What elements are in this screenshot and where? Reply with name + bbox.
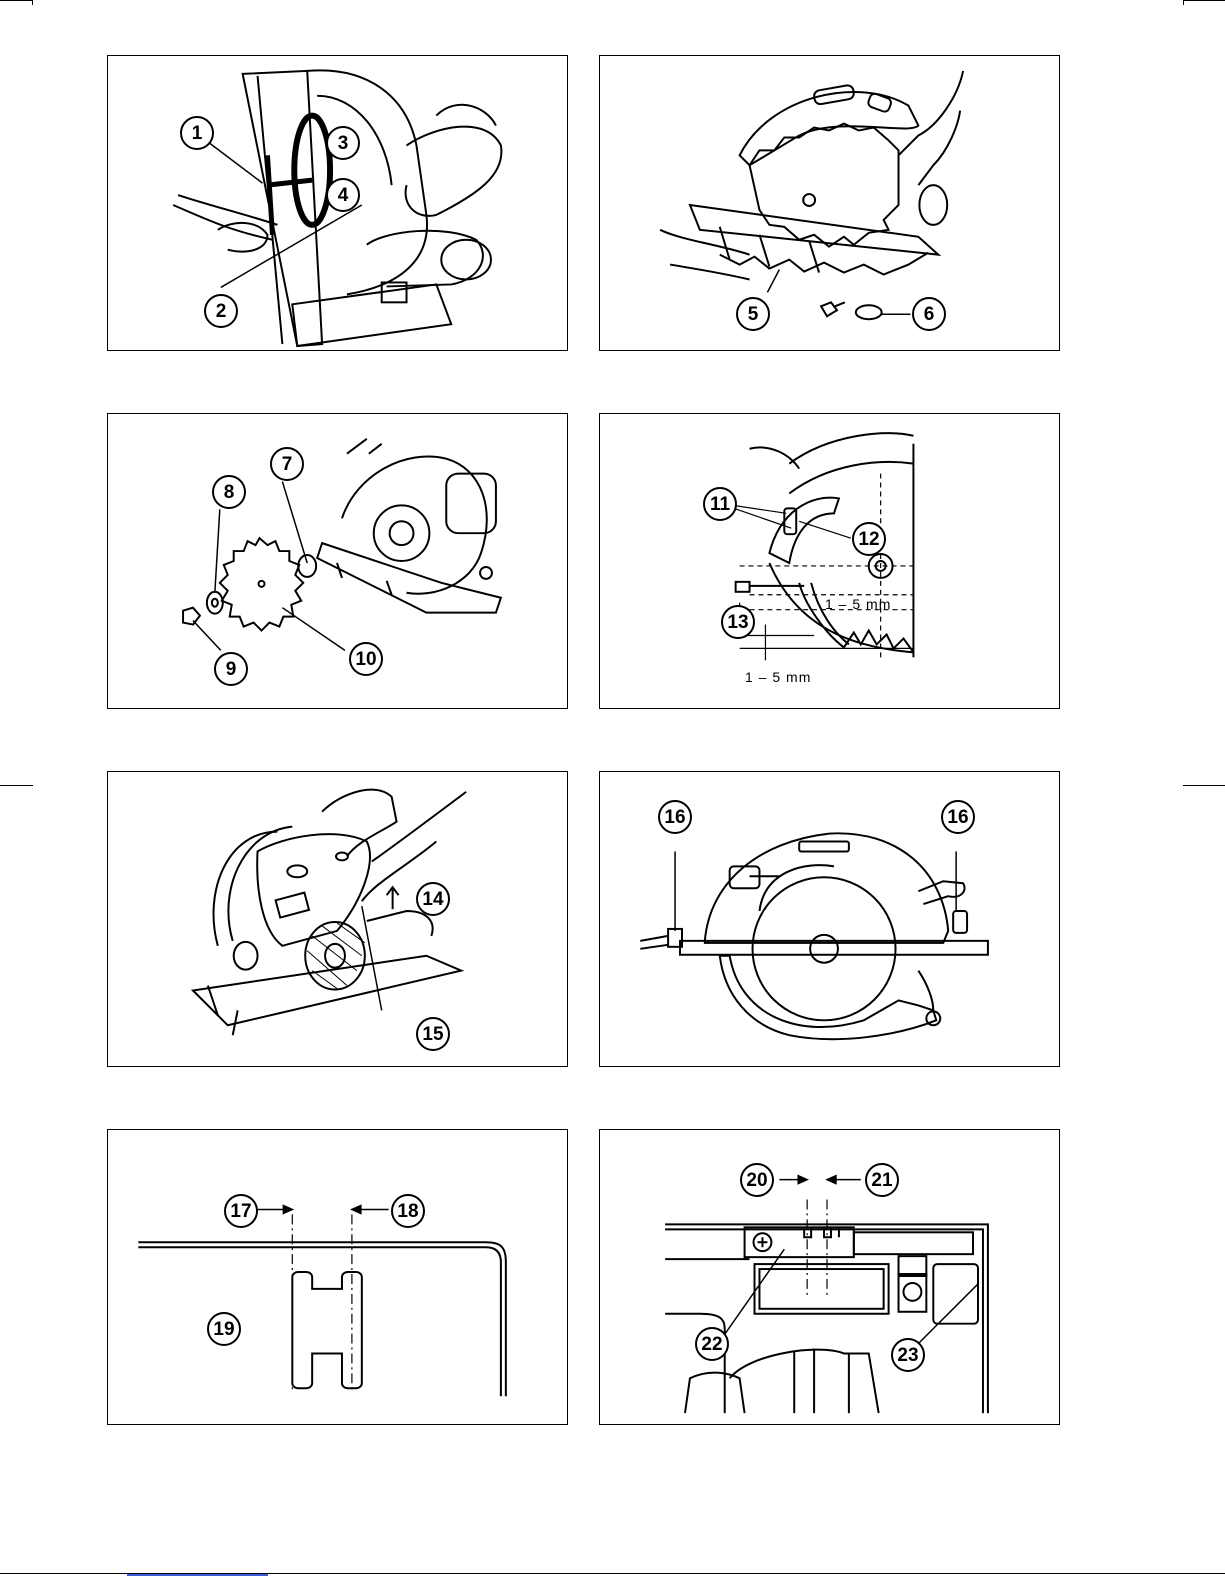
crop-mark-mid-left [0,785,33,786]
callout-22: 22 [695,1327,729,1361]
callout-5: 5 [736,297,770,331]
callout-3: 3 [326,126,360,160]
gap-dimension-lower: 1 – 5 mm [745,669,811,685]
callout-7: 7 [270,447,304,481]
crop-mark-top-right [1183,0,1225,1]
blade-removal-side-illustration [600,56,1059,350]
base-notch-schematic [108,1130,567,1424]
callout-10: 10 [349,642,383,676]
callout-9: 9 [214,652,248,686]
callout-17: 17 [224,1194,258,1228]
figure-panel-4: 11 12 13 1 – 5 mm 1 – 5 mm [599,413,1060,709]
riving-knife-adjustment-illustration [600,414,1059,708]
callout-12: 12 [852,522,886,556]
callout-18: 18 [391,1194,425,1228]
motor-cover-removal-illustration [108,772,567,1066]
gap-dimension-upper: 1 – 5 mm [825,596,891,612]
crop-mark-mid-right [1183,785,1225,786]
callout-23: 23 [891,1338,925,1372]
figure-panel-6: 16 16 [599,771,1060,1067]
callout-16-front: 16 [658,800,692,834]
blade-parts-exploded-illustration [108,414,567,708]
callout-2: 2 [204,294,238,328]
figure-panel-2: 5 6 [599,55,1060,351]
callout-19: 19 [207,1312,241,1346]
figure-panel-1: 1 3 4 2 [107,55,568,351]
crop-mark-top-right-v [1183,0,1184,5]
callout-11: 11 [703,487,737,521]
figure-panel-3: 7 8 9 10 [107,413,568,709]
callout-13: 13 [721,605,755,639]
footer-link-underline[interactable] [127,1574,268,1576]
crop-mark-top-left [0,0,32,1]
callout-15: 15 [416,1017,450,1051]
callout-16-rear: 16 [941,800,975,834]
crop-mark-top-left-v [32,0,33,5]
callout-8: 8 [212,475,246,509]
figure-panel-7: 17 18 19 [107,1129,568,1425]
base-top-view-illustration [600,1130,1059,1424]
callout-21: 21 [865,1163,899,1197]
callout-1: 1 [180,116,214,150]
callout-14: 14 [416,882,450,916]
callout-20: 20 [740,1163,774,1197]
callout-4: 4 [326,178,360,212]
callout-6: 6 [912,297,946,331]
figure-panel-5: 14 15 [107,771,568,1067]
figure-panel-8: 20 21 22 23 [599,1129,1060,1425]
